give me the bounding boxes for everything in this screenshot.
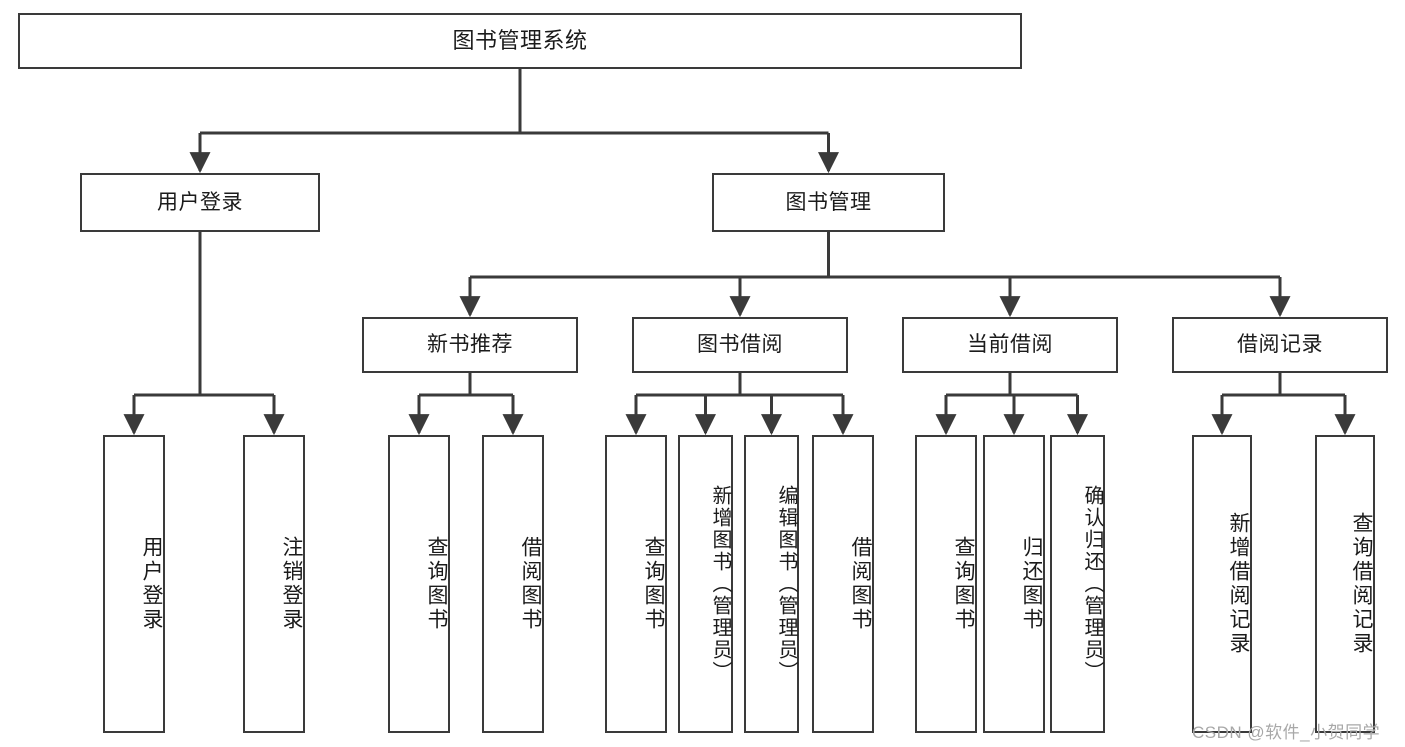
node-leaf-add-book[interactable]: 新增图书（管理员） bbox=[678, 435, 733, 733]
node-book-borrow[interactable]: 图书借阅 bbox=[632, 317, 848, 373]
node-current-borrow[interactable]: 当前借阅 bbox=[902, 317, 1118, 373]
node-leaf-query-book-current[interactable]: 查询图书 bbox=[915, 435, 977, 733]
node-leaf-borrow-book-recommend[interactable]: 借阅图书 bbox=[482, 435, 544, 733]
node-book-manage[interactable]: 图书管理 bbox=[712, 173, 945, 232]
node-leaf-query-book-borrow[interactable]: 查询图书 bbox=[605, 435, 667, 733]
node-user-login[interactable]: 用户登录 bbox=[80, 173, 320, 232]
node-leaf-query-book-recommend[interactable]: 查询图书 bbox=[388, 435, 450, 733]
node-leaf-edit-book[interactable]: 编辑图书（管理员） bbox=[744, 435, 799, 733]
watermark-credit: CSDN @软件_小贺同学 bbox=[1192, 723, 1381, 742]
node-leaf-user-login[interactable]: 用户登录 bbox=[103, 435, 165, 733]
node-leaf-return-book[interactable]: 归还图书 bbox=[983, 435, 1045, 733]
node-leaf-add-borrow-record[interactable]: 新增借阅记录 bbox=[1192, 435, 1252, 733]
node-root[interactable]: 图书管理系统 bbox=[18, 13, 1022, 69]
node-leaf-confirm-return[interactable]: 确认归还（管理员） bbox=[1050, 435, 1105, 733]
node-leaf-query-borrow-record[interactable]: 查询借阅记录 bbox=[1315, 435, 1375, 733]
node-borrow-record[interactable]: 借阅记录 bbox=[1172, 317, 1388, 373]
node-leaf-borrow-book[interactable]: 借阅图书 bbox=[812, 435, 874, 733]
node-leaf-user-logout[interactable]: 注销登录 bbox=[243, 435, 305, 733]
node-new-book-recommend[interactable]: 新书推荐 bbox=[362, 317, 578, 373]
